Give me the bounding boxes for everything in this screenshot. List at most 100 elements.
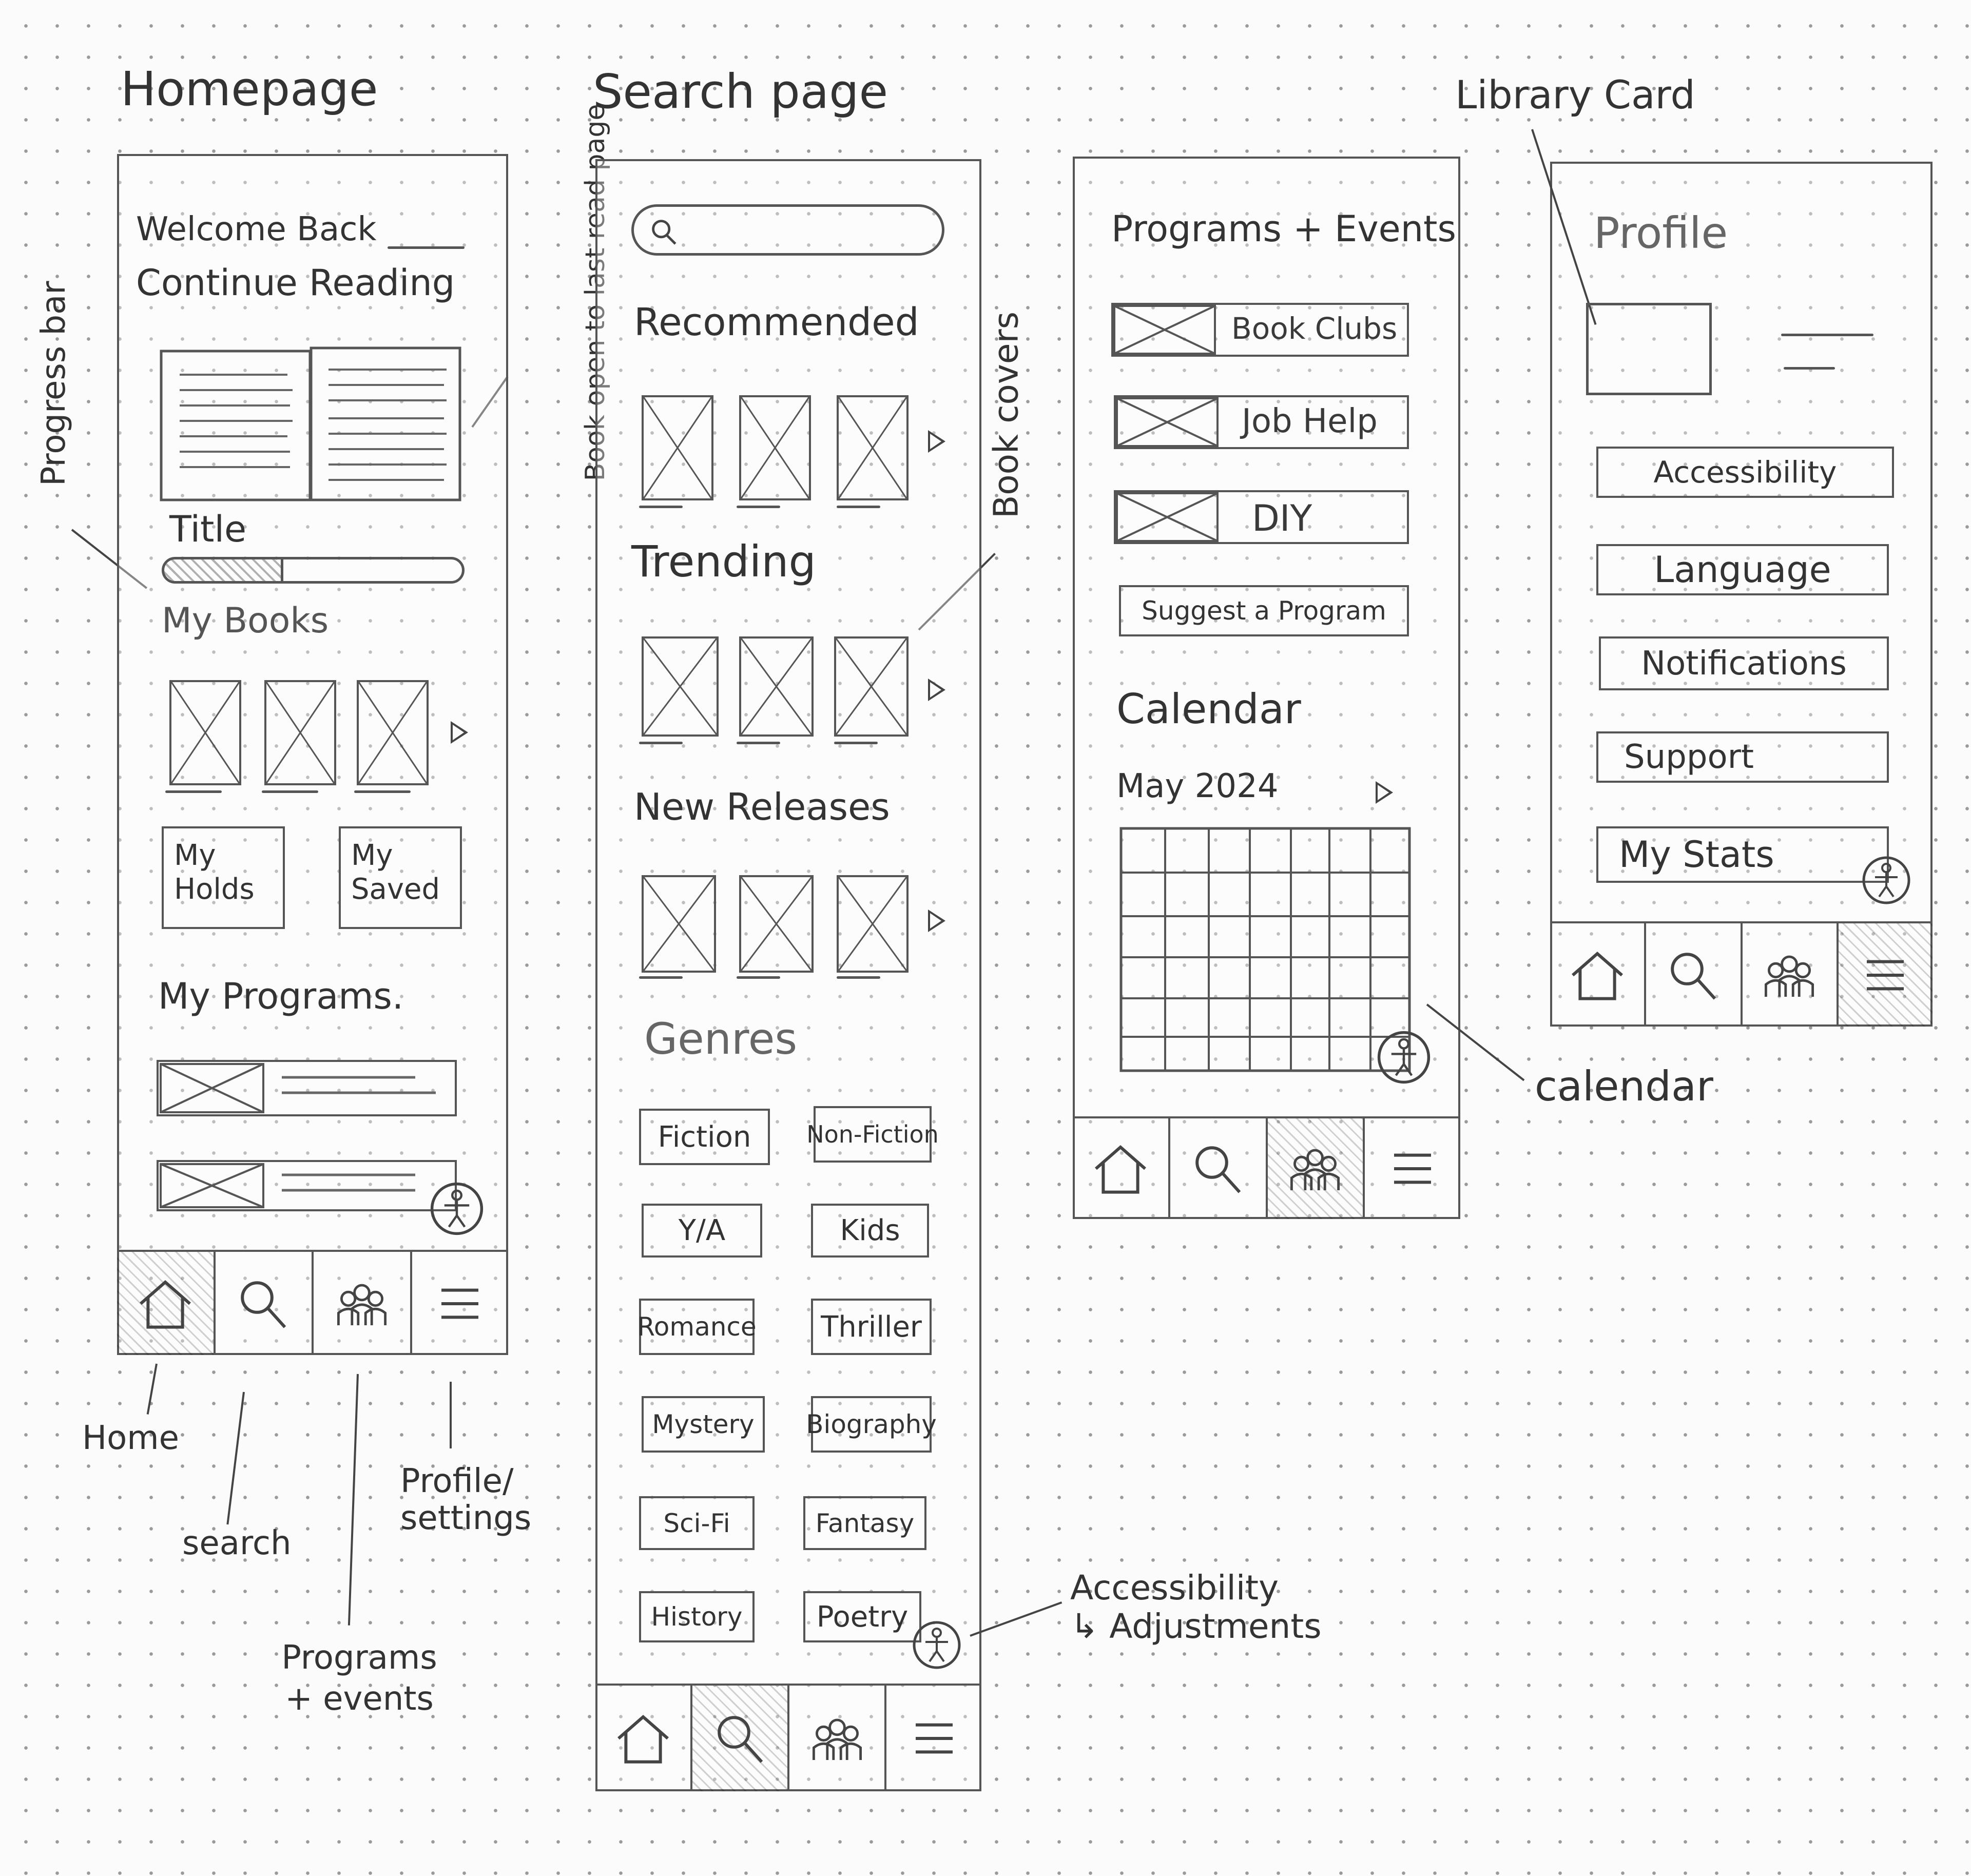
annotation-home: Home bbox=[82, 1419, 179, 1457]
genre-poetry[interactable]: Poetry bbox=[803, 1591, 921, 1642]
genre-fantasy[interactable]: Fantasy bbox=[803, 1496, 926, 1550]
genre-non-fiction[interactable]: Non-Fiction bbox=[806, 1106, 939, 1163]
nav-programs[interactable] bbox=[1743, 923, 1839, 1027]
nav-profile[interactable] bbox=[1365, 1118, 1460, 1219]
genre-thriller[interactable]: Thriller bbox=[811, 1299, 932, 1355]
genre-romance[interactable]: Romance bbox=[637, 1299, 757, 1355]
people-icon bbox=[1290, 1149, 1340, 1190]
program-label: DIY bbox=[1252, 497, 1312, 539]
profile-accessibility[interactable]: Accessibility bbox=[1596, 447, 1894, 498]
program-book-clubs[interactable]: Book Clubs bbox=[1111, 303, 1409, 357]
nav-home[interactable] bbox=[117, 1252, 216, 1355]
book-cover[interactable] bbox=[739, 395, 811, 500]
genre-mystery[interactable]: Mystery bbox=[642, 1396, 765, 1453]
genre-kids[interactable]: Kids bbox=[811, 1204, 929, 1258]
search-icon bbox=[1671, 952, 1716, 1000]
book-cover[interactable] bbox=[169, 680, 241, 785]
cover-underline bbox=[639, 976, 683, 979]
accessibility-icon[interactable] bbox=[1376, 1029, 1432, 1086]
profile-support[interactable]: Support bbox=[1596, 731, 1889, 783]
genre-sci-fi[interactable]: Sci-Fi bbox=[639, 1496, 755, 1550]
search-icon bbox=[652, 220, 677, 245]
cover-underline bbox=[834, 742, 878, 744]
username-placeholder bbox=[388, 246, 465, 249]
accessibility-icon[interactable] bbox=[429, 1181, 485, 1237]
search-input[interactable] bbox=[631, 204, 944, 256]
book-cover[interactable] bbox=[357, 680, 429, 785]
program-job-help[interactable]: Job Help bbox=[1114, 395, 1409, 449]
bottom-nav bbox=[1073, 1116, 1460, 1219]
genre-biography[interactable]: Biography bbox=[806, 1396, 937, 1453]
genre-ya[interactable]: Y/A bbox=[642, 1204, 762, 1258]
calendar-grid[interactable] bbox=[1119, 826, 1412, 1073]
book-title: Title bbox=[169, 508, 247, 550]
my-saved-button[interactable]: My Saved bbox=[339, 826, 462, 929]
heading-search-page: Search page bbox=[593, 64, 888, 119]
book-cover[interactable] bbox=[837, 875, 909, 973]
library-card-image[interactable] bbox=[1586, 303, 1712, 395]
cover-underline bbox=[165, 790, 222, 793]
home-icon bbox=[617, 1715, 669, 1764]
my-holds-button[interactable]: My Holds bbox=[162, 826, 285, 929]
cover-underline bbox=[354, 790, 411, 793]
nav-programs[interactable] bbox=[789, 1686, 886, 1791]
search-icon bbox=[1195, 1146, 1241, 1193]
heading-library-card: Library Card bbox=[1455, 72, 1695, 118]
program-card[interactable] bbox=[157, 1160, 457, 1211]
cover-underline bbox=[837, 506, 880, 508]
nav-search[interactable] bbox=[692, 1686, 789, 1791]
book-cover[interactable] bbox=[837, 395, 909, 500]
section-new-releases: New Releases bbox=[634, 785, 890, 828]
nav-home[interactable] bbox=[1073, 1118, 1170, 1219]
continue-reading-title: Continue Reading bbox=[136, 262, 455, 304]
genre-fiction[interactable]: Fiction bbox=[639, 1109, 770, 1165]
profile-notifications[interactable]: Notifications bbox=[1599, 636, 1889, 690]
nav-home[interactable] bbox=[595, 1686, 692, 1791]
chevron-right-icon[interactable] bbox=[451, 721, 468, 744]
book-cover[interactable] bbox=[642, 636, 719, 737]
welcome-text: Welcome Back bbox=[136, 210, 377, 248]
programs-title: Programs + Events bbox=[1111, 208, 1456, 250]
chevron-right-icon[interactable] bbox=[928, 430, 945, 453]
chevron-right-icon[interactable] bbox=[928, 679, 945, 701]
genre-history[interactable]: History bbox=[639, 1591, 755, 1642]
book-cover[interactable] bbox=[739, 636, 814, 737]
book-cover[interactable] bbox=[642, 875, 716, 973]
program-card[interactable] bbox=[157, 1060, 457, 1116]
leader-line bbox=[226, 1391, 245, 1525]
bottom-nav bbox=[595, 1684, 981, 1791]
nav-profile[interactable] bbox=[886, 1686, 981, 1791]
heading-homepage: Homepage bbox=[121, 62, 378, 117]
nav-profile[interactable] bbox=[412, 1252, 509, 1355]
nav-profile[interactable] bbox=[1838, 923, 1933, 1027]
nav-search[interactable] bbox=[1170, 1118, 1268, 1219]
book-cover[interactable] bbox=[834, 636, 909, 737]
nav-programs[interactable] bbox=[1267, 1118, 1365, 1219]
nav-search[interactable] bbox=[1646, 923, 1743, 1027]
open-book-preview[interactable] bbox=[159, 344, 462, 503]
program-diy[interactable]: DIY bbox=[1114, 490, 1409, 544]
annotation-programs-events: Programs + events bbox=[281, 1639, 437, 1718]
annotation-accessibility: Accessibility bbox=[1070, 1568, 1279, 1608]
people-icon bbox=[337, 1284, 387, 1325]
calendar-title: Calendar bbox=[1116, 685, 1301, 733]
profile-my-stats[interactable]: My Stats bbox=[1596, 826, 1889, 883]
menu-icon bbox=[1867, 960, 1904, 990]
profile-language[interactable]: Language bbox=[1596, 544, 1889, 595]
search-screen bbox=[595, 159, 981, 1791]
book-cover[interactable] bbox=[739, 875, 814, 973]
chevron-right-icon[interactable] bbox=[928, 910, 945, 932]
nav-home[interactable] bbox=[1550, 923, 1647, 1027]
menu-icon bbox=[441, 1288, 479, 1319]
program-label: Job Help bbox=[1242, 402, 1378, 440]
suggest-program-button[interactable]: Suggest a Program bbox=[1119, 585, 1409, 636]
chevron-right-icon[interactable] bbox=[1376, 781, 1393, 804]
nav-search[interactable] bbox=[216, 1252, 314, 1355]
accessibility-icon[interactable] bbox=[1861, 855, 1912, 906]
book-cover[interactable] bbox=[642, 395, 713, 500]
menu-icon bbox=[915, 1723, 953, 1754]
nav-programs[interactable] bbox=[314, 1252, 412, 1355]
home-icon bbox=[139, 1280, 191, 1329]
book-cover[interactable] bbox=[264, 680, 336, 785]
accessibility-icon[interactable] bbox=[911, 1619, 962, 1671]
